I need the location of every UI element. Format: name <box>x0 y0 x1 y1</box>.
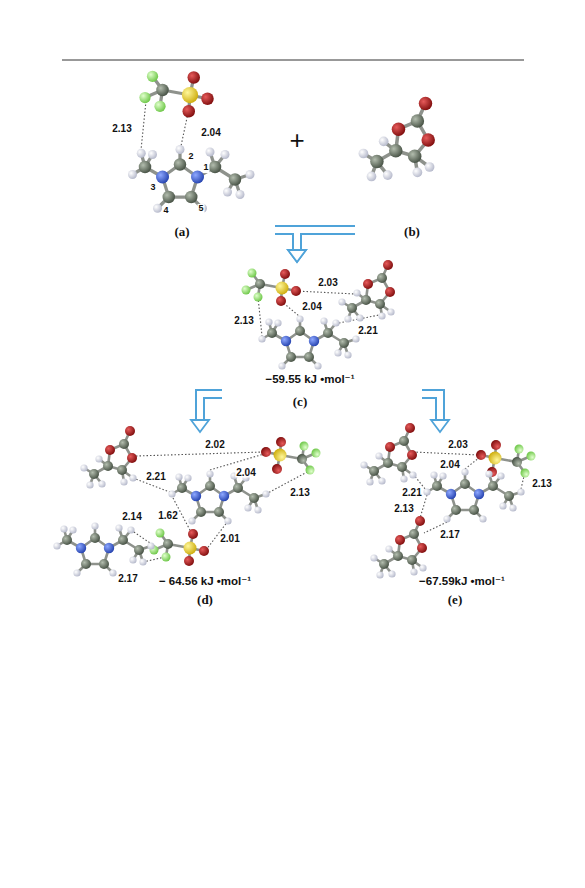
panel-letter: (a) <box>172 225 191 240</box>
reaction-arrow <box>297 230 355 250</box>
reaction-arrow <box>200 394 222 420</box>
panel-letter: (e) <box>446 593 464 608</box>
arrow-outlines <box>200 230 440 420</box>
atom-number: 4 <box>162 206 169 216</box>
distance-label: 2.01 <box>219 533 240 544</box>
atom-number: 3 <box>149 183 156 193</box>
reaction-arrow-head <box>431 420 449 432</box>
panel-d-molecules <box>53 426 320 577</box>
distance-label: 2.17 <box>439 529 460 540</box>
reaction-arrow <box>200 394 222 420</box>
atom-number: 1 <box>202 163 209 173</box>
reaction-arrow <box>275 230 297 250</box>
distance-label: 2.04 <box>235 467 256 478</box>
reaction-arrow <box>422 394 440 420</box>
distance-label: 2.13 <box>111 123 132 134</box>
panel-region: (b) <box>355 80 480 244</box>
panel-region: − 64.56 kJ •mol⁻¹ (d) <box>55 432 335 612</box>
distance-label: 2.04 <box>200 127 221 138</box>
distance-label: 2.03 <box>317 277 338 288</box>
panel-letter: (c) <box>291 395 309 410</box>
distance-label: 2.14 <box>121 511 142 522</box>
energy-label: −59.55 kJ •mol⁻¹ <box>263 373 356 386</box>
arrow-fills <box>200 230 440 420</box>
arrow-heads <box>191 250 449 432</box>
reaction-arrow <box>297 230 355 250</box>
distance-label: 2.17 <box>117 573 138 584</box>
top-rule <box>62 60 524 61</box>
reaction-arrow-head <box>191 420 209 432</box>
panel-letter: (b) <box>402 225 422 240</box>
panel-region: (a) <box>95 62 275 244</box>
distance-label: 2.13 <box>289 487 310 498</box>
reaction-arrow-head <box>288 250 306 262</box>
distance-label: 2.21 <box>145 471 166 482</box>
distance-label: 2.02 <box>204 439 225 450</box>
atom-number: 2 <box>187 152 194 162</box>
distance-label: 2.13 <box>531 478 552 489</box>
panel-a-molecules <box>128 71 255 213</box>
distance-label: 2.04 <box>301 301 322 312</box>
reaction-arrow <box>422 394 440 420</box>
panel-c-molecules <box>242 260 396 370</box>
atom-number: 5 <box>197 204 204 214</box>
distance-label: 2.03 <box>447 439 468 450</box>
distance-label: 2.21 <box>357 325 378 336</box>
distance-label: 1.62 <box>157 510 178 521</box>
panel-e-molecules <box>360 423 535 579</box>
panel-b-molecule <box>359 97 435 182</box>
energy-label: − 64.56 kJ •mol⁻¹ <box>157 575 253 588</box>
distance-label: 2.13 <box>233 315 254 326</box>
reaction-arrow-head <box>288 250 306 262</box>
distance-label: 2.21 <box>401 487 422 498</box>
panel-letter: (d) <box>195 593 215 608</box>
distance-label: 2.13 <box>393 503 414 514</box>
energy-label: −67.59kJ •mol⁻¹ <box>417 575 507 588</box>
distance-label: 2.04 <box>439 459 460 470</box>
plus-sign: + <box>289 126 304 155</box>
